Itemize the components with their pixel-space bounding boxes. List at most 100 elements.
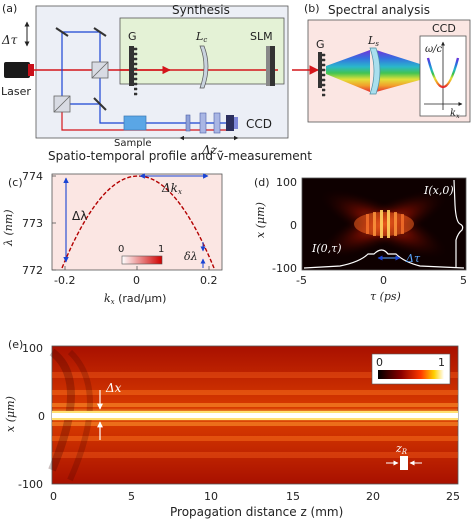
c-colorbar-max: 1 [158, 244, 164, 255]
panel-a: (a) Synthesis Δτ Laser G [1, 2, 312, 163]
lens-ls-label: Ls [367, 34, 379, 48]
e-xlabel: Propagation distance z (mm) [170, 505, 343, 519]
e-ytick: 100 [22, 342, 43, 355]
d-fringes [366, 210, 404, 238]
c-xtick: 0 [133, 274, 140, 287]
spectral-analysis-title: Spectral analysis [328, 3, 430, 17]
d-ytick: -100 [272, 262, 297, 275]
panel-a-label: (a) [2, 2, 17, 15]
zr-label: zR [395, 442, 408, 456]
d-ylabel: x (μm) [254, 202, 267, 238]
grating-label: G [128, 30, 137, 43]
d-xtick: 5 [460, 274, 467, 287]
panel-c: (c) 774 773 772 λ (nm) -0.2 0 0.2 kx (ra… [2, 170, 223, 306]
beam-splitter-diagonal [53, 95, 71, 113]
zr-marker [400, 456, 408, 470]
imaging-lens [185, 114, 191, 132]
c-ytick: 772 [22, 264, 43, 277]
d-x-ticks: -5 0 5 [296, 274, 467, 287]
e-y-ticks: 100 0 -100 [18, 342, 45, 491]
imaging-lens [199, 112, 207, 134]
e-x-ticks: 0 5 10 15 20 25 [50, 490, 460, 503]
delta-x-label: Δx [105, 381, 122, 395]
ix0-label: I(x,0) [423, 184, 454, 197]
panel-e-label: (e) [8, 338, 23, 351]
slm-label: SLM [250, 30, 273, 43]
e-ytick: 0 [38, 410, 45, 423]
grating-label-b: G [316, 38, 325, 51]
c-ytick: 773 [22, 217, 43, 230]
d-core [354, 212, 414, 236]
panel-c-label: (c) [8, 176, 23, 189]
mirror [55, 27, 69, 37]
c-colorbar-min: 0 [118, 244, 124, 255]
delta-z-label: Δz [201, 143, 218, 157]
delta-kx-label: Δkx [161, 181, 182, 196]
e-colorbar-max: 1 [438, 356, 445, 369]
i0t-label: I(0,τ) [311, 242, 342, 255]
e-xtick: 10 [204, 490, 218, 503]
c-x-ticks: -0.2 0 0.2 [54, 266, 218, 287]
sample [123, 115, 147, 131]
c-xtick: 0.2 [200, 274, 218, 287]
c-ylabel: λ (nm) [2, 209, 15, 247]
e-ylabel: x (μm) [4, 396, 17, 432]
d-ytick: 100 [276, 176, 297, 189]
mirror [93, 97, 107, 111]
panel-d-label: (d) [254, 176, 270, 189]
panel-b: (b) Spectral analysis G Ls CCD ω/c kx [292, 2, 471, 123]
plot-c-area [51, 173, 223, 271]
panel-b-label: (b) [304, 2, 320, 15]
ccd-beam [61, 104, 232, 131]
ccd-camera [226, 115, 234, 131]
ccd-sensor [234, 117, 238, 129]
e-sidelobes [48, 348, 458, 482]
slm-face [266, 46, 270, 86]
e-ytick: -100 [18, 478, 43, 491]
ccd-label-a: CCD [246, 117, 272, 131]
laser-body [4, 62, 30, 78]
delta-lambda-label: Δλ [72, 209, 87, 223]
reference-beam [61, 70, 101, 105]
c-xlabel: kx (rad/μm) [104, 292, 166, 306]
delta-lambda-small-label: δλ [184, 250, 198, 263]
d-y-ticks: 100 0 -100 [272, 176, 297, 275]
e-colorbar-min: 0 [376, 356, 383, 369]
e-central-core [52, 413, 458, 418]
lens-ls [369, 47, 381, 95]
c-y-ticks: 774 773 772 [22, 170, 56, 277]
grating-teeth [134, 47, 138, 96]
d-xtick: 0 [380, 274, 387, 287]
mirror [93, 27, 107, 37]
omega-c-label: ω/c [425, 44, 443, 55]
laser-aperture [28, 64, 34, 76]
d-ytick: 0 [290, 219, 297, 232]
slm [270, 46, 275, 86]
d-xlabel: τ (ps) [370, 290, 401, 303]
lens-lc-label: Lc [195, 30, 207, 44]
c-ytick: 774 [22, 170, 43, 183]
spectrum-fan [326, 50, 370, 92]
delta-tau-d-label: Δτ [405, 252, 421, 265]
dispersion-parabola [61, 175, 215, 269]
ccd-label-b: CCD [432, 22, 456, 35]
ccd-dispersion-curve [426, 57, 460, 89]
sample-label: Sample [114, 138, 152, 149]
e-xtick: 5 [128, 490, 135, 503]
e-xtick: 25 [446, 490, 460, 503]
c-xtick: -0.2 [54, 274, 75, 287]
e-xtick: 15 [286, 490, 300, 503]
grating-g [129, 46, 134, 86]
spectrum-focus [376, 50, 420, 92]
grating-teeth-b [322, 53, 326, 97]
laser-label: Laser [1, 85, 31, 98]
panel-e: (e) Δx zR 0 1 100 [4, 338, 460, 519]
synthesis-title: Synthesis [172, 3, 230, 17]
e-colorbar [378, 370, 444, 379]
kx-label: kx [450, 108, 460, 120]
delta-tau-label: Δτ [1, 33, 18, 47]
e-xtick: 0 [50, 490, 57, 503]
c-colorbar [121, 255, 163, 265]
e-xtick: 20 [366, 490, 380, 503]
